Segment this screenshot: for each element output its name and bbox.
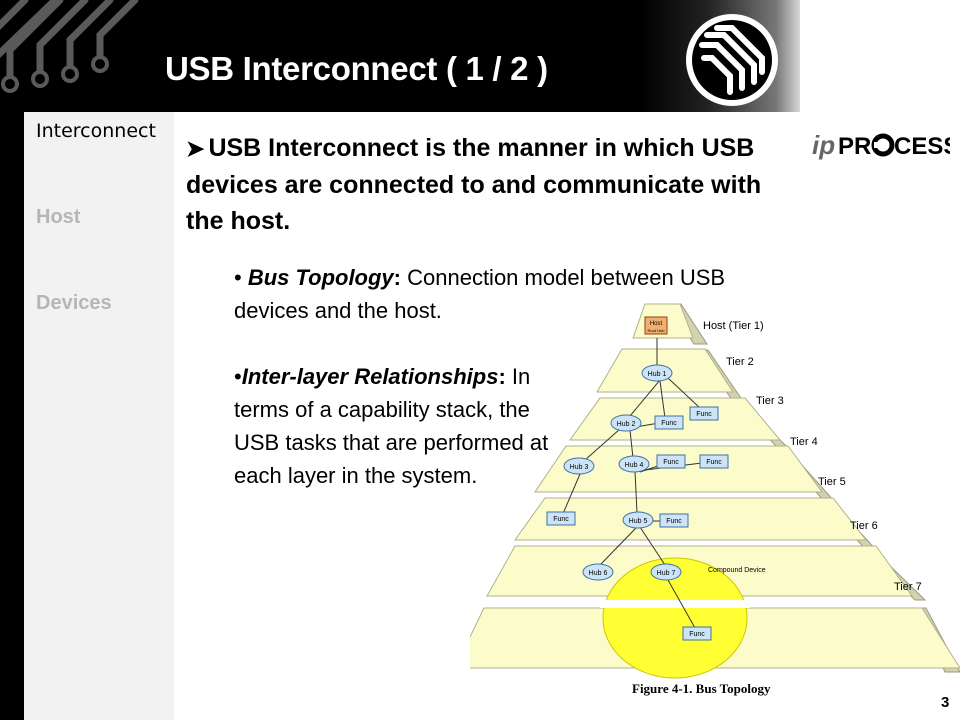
hub-1-label: Hub 1 (648, 371, 667, 378)
tier-gap (600, 600, 750, 608)
header-right-panel (800, 0, 960, 112)
hub-3-label: Hub 3 (570, 464, 589, 471)
logo-prefix: ip (812, 130, 835, 160)
func-box (682, 626, 712, 641)
lead-text: USB Interconnect is the manner in which … (186, 134, 762, 235)
sidebar-item-devices[interactable]: Devices (36, 292, 112, 314)
func-label: Func (661, 420, 677, 427)
arrow-bullet-icon: ➤ (186, 136, 205, 161)
tier-5 (514, 497, 868, 541)
bullet-text: In terms of a capability stack, the USB … (234, 364, 549, 488)
host-label: Host (650, 321, 663, 327)
circuit-badge-icon (686, 14, 778, 106)
tier-label-5: Tier 5 (818, 476, 846, 488)
func-box (659, 513, 689, 528)
hub-5-label: Hub 5 (629, 518, 648, 525)
tier-label-3: Tier 3 (756, 395, 784, 407)
ipprocess-logo: ip PR CESS (812, 130, 950, 160)
func-label: Func (663, 459, 679, 466)
lead-bullet: ➤USB Interconnect is the manner in which… (186, 130, 796, 239)
page-number: 3 (941, 694, 950, 711)
func-box (699, 454, 729, 469)
hub-7 (650, 563, 682, 581)
bus-topology-diagram: Compound Device Host Root Hub (470, 303, 960, 679)
sidebar-item-interconnect[interactable]: Interconnect (36, 120, 156, 142)
hub-6 (582, 563, 614, 581)
bullet-text: Connection model between USB devices and… (234, 265, 726, 323)
logo-rest: CESS (894, 133, 950, 160)
root-hub-label: Root Hub (648, 328, 666, 333)
func-box (689, 406, 719, 421)
func-label: Func (696, 411, 712, 418)
hub-4-label: Hub 4 (625, 462, 644, 469)
compound-device-highlight (602, 557, 748, 679)
bullet-bus-topology: • Bus Topology: Connection model between… (234, 265, 726, 323)
func-label: Func (689, 631, 705, 638)
hub-2-label: Hub 2 (617, 421, 636, 428)
func-box (546, 511, 576, 526)
tier-label-7: Tier 7 (894, 581, 922, 593)
circuit-decoration-icon (0, 0, 139, 93)
bullet-term: Bus Topology (247, 265, 394, 290)
logo-pr: PR (838, 133, 871, 160)
figure-caption: Figure 4-1. Bus Topology (632, 681, 771, 696)
hub-2 (610, 414, 642, 432)
tier-label-4: Tier 4 (790, 436, 818, 448)
hub-7-label: Hub 7 (657, 570, 676, 577)
logo-o-icon (871, 133, 895, 157)
func-label: Func (706, 459, 722, 466)
tier-label-6: Tier 6 (850, 520, 878, 532)
hub-5 (622, 511, 654, 529)
hub-1 (641, 364, 673, 382)
bullet-sep: : (498, 364, 506, 389)
compound-device-label: Compound Device (708, 567, 766, 574)
host-box (644, 316, 668, 335)
hub-3 (563, 457, 595, 475)
func-box (656, 454, 686, 469)
bullet-sep: : (393, 265, 401, 290)
hub-4 (618, 455, 650, 473)
sidebar-panel (24, 112, 174, 720)
func-box (654, 415, 684, 430)
tier-label-2: Tier 2 (726, 356, 754, 368)
sidebar-item-host[interactable]: Host (36, 206, 81, 228)
func-label: Func (666, 518, 682, 525)
bullet-inter-layer: •Inter-layer Relationships: In terms of … (234, 364, 549, 488)
tier-4 (534, 445, 823, 493)
slide-title: USB Interconnect ( 1 / 2 ) (165, 50, 548, 87)
tier-label-1: Host (Tier 1) (703, 320, 764, 332)
func-label: Func (553, 516, 569, 523)
bullet-term: Inter-layer Relationships (241, 364, 499, 389)
hub-6-label: Hub 6 (589, 570, 608, 577)
